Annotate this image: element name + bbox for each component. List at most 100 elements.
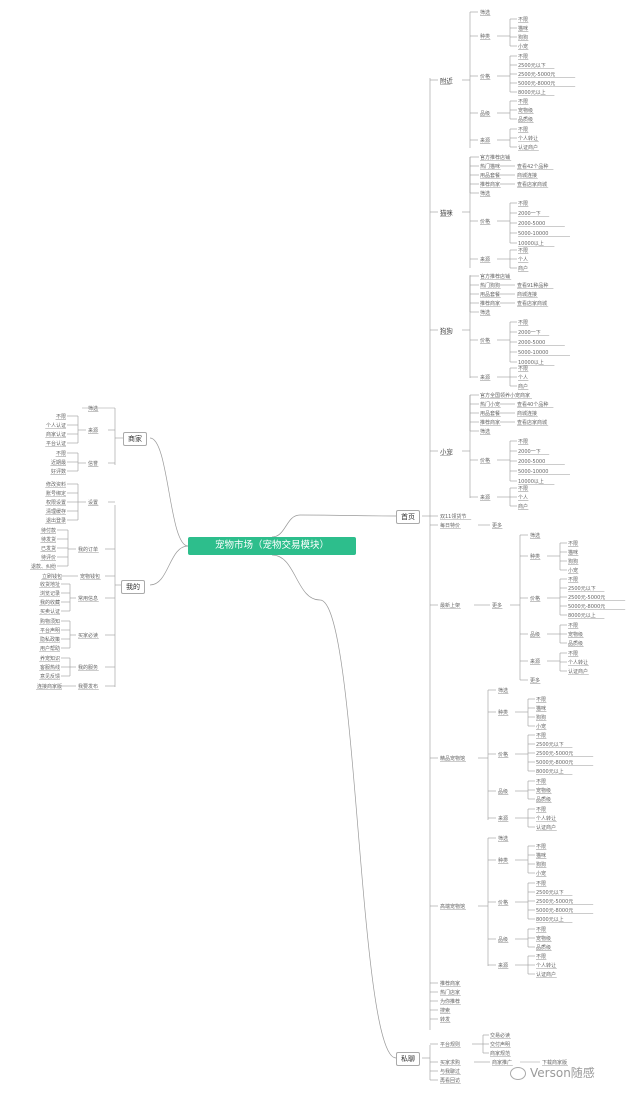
map-node-label[interactable]: 来源: [480, 256, 490, 263]
map-node-label[interactable]: 待发货: [41, 536, 56, 543]
map-node-label[interactable]: 更多: [492, 522, 502, 529]
map-node-label[interactable]: 清理缓存: [46, 508, 66, 515]
map-node-label[interactable]: 来源: [530, 658, 540, 665]
map-node-label[interactable]: 不限: [536, 732, 546, 739]
map-node-label[interactable]: 认证商户: [536, 971, 556, 978]
map-node-label[interactable]: 查看店家商城: [517, 300, 547, 307]
map-node-label[interactable]: 与我聊过: [440, 1068, 460, 1075]
map-node-label[interactable]: 待评价: [41, 554, 56, 561]
map-node-label[interactable]: 推荐商家: [480, 181, 500, 188]
map-node-label[interactable]: 个人转让: [536, 962, 556, 969]
map-node-label[interactable]: 宠物级: [536, 935, 551, 942]
branch-home[interactable]: 首页: [396, 510, 420, 524]
map-node-label[interactable]: 个人: [518, 257, 528, 263]
map-node-label[interactable]: 更多: [530, 677, 540, 684]
group-pet[interactable]: 小宠: [440, 447, 453, 456]
map-node-label[interactable]: 个人: [518, 375, 528, 381]
map-node-label[interactable]: 热门店家: [440, 989, 460, 996]
map-node-label[interactable]: 2000一下: [518, 449, 541, 455]
map-node-label[interactable]: 我的服务: [78, 664, 98, 671]
map-node-label[interactable]: 筛选: [498, 687, 508, 694]
map-node-label[interactable]: 不限: [518, 247, 528, 254]
map-node-label[interactable]: 来源: [480, 137, 490, 144]
map-node-label[interactable]: 个人转让: [536, 815, 556, 822]
map-node-label[interactable]: 猫咪: [536, 852, 546, 859]
map-node-label[interactable]: 商家规范: [490, 1050, 510, 1057]
map-node-label[interactable]: 不限: [568, 622, 578, 629]
branch-private[interactable]: 私聊: [396, 1052, 420, 1066]
map-node-label[interactable]: 不限: [536, 806, 546, 813]
map-node-label[interactable]: 热门猫咪: [480, 163, 500, 170]
map-node-label[interactable]: 立刷钱包: [42, 573, 62, 580]
map-node-label[interactable]: 2500元-5000元: [536, 751, 573, 757]
map-node-label[interactable]: 账号绑定: [46, 490, 66, 497]
map-node-label[interactable]: 筛选: [480, 9, 490, 16]
map-node-label[interactable]: 常用信息: [78, 595, 98, 602]
map-node-label[interactable]: 用品套餐: [480, 410, 500, 417]
map-node-label[interactable]: 不限: [536, 778, 546, 785]
map-node-label[interactable]: 商户: [518, 383, 528, 390]
map-node-label[interactable]: 2000-5000: [518, 340, 545, 346]
map-node-label[interactable]: 2500元以下: [536, 890, 564, 896]
map-node-label[interactable]: 查看40个品种: [517, 401, 548, 408]
map-node-label[interactable]: 品质级: [568, 640, 583, 647]
map-node-label[interactable]: 热门小宠: [480, 401, 500, 408]
branch-shop[interactable]: 商家: [123, 432, 147, 446]
map-node-label[interactable]: 品级: [498, 788, 508, 795]
map-node-label[interactable]: 再看回访: [440, 1077, 460, 1084]
map-node-label[interactable]: 不限: [56, 413, 66, 420]
map-node-label[interactable]: 用品套餐: [480, 172, 500, 179]
map-node-label[interactable]: 5000元-8000元: [518, 81, 555, 87]
map-node-label[interactable]: 好评数: [51, 468, 66, 475]
map-node-label[interactable]: 筛选: [498, 835, 508, 842]
map-node-label[interactable]: 退出登录: [46, 517, 66, 524]
map-node-label[interactable]: 近期最: [51, 459, 66, 466]
branch-mine[interactable]: 我的: [121, 580, 145, 594]
map-node-label[interactable]: 推荐商家: [480, 419, 500, 426]
map-node-label[interactable]: 2500元以下: [518, 63, 546, 69]
map-node-label[interactable]: 权限设置: [46, 499, 66, 506]
map-node-label[interactable]: 5000元-8000元: [536, 908, 573, 914]
group-cat[interactable]: 猫咪: [440, 208, 453, 217]
map-node-label[interactable]: 官方全国领养小宠商家: [480, 392, 530, 399]
map-node-label[interactable]: 不限: [536, 696, 546, 703]
map-node-label[interactable]: 猫咪: [568, 549, 578, 556]
map-node-label[interactable]: 2500元以下: [536, 742, 564, 748]
map-node-label[interactable]: 不限: [536, 953, 546, 960]
map-node-label[interactable]: 交易必读: [490, 1032, 510, 1039]
map-node-label[interactable]: 个人认证: [46, 422, 66, 429]
map-node-label[interactable]: 品质级: [536, 796, 551, 803]
map-node-label[interactable]: 5000元-8000元: [536, 760, 573, 766]
map-node-label[interactable]: 筛选: [480, 428, 490, 435]
map-node-label[interactable]: 狗狗: [536, 861, 546, 868]
map-node-label[interactable]: 不限: [568, 540, 578, 547]
map-node-label[interactable]: 买家求购: [440, 1059, 460, 1066]
map-node-label[interactable]: 2000一下: [518, 211, 541, 217]
map-node-label[interactable]: 高端宠物馆: [440, 903, 465, 910]
map-node-label[interactable]: 品质级: [518, 116, 533, 123]
map-node-label[interactable]: 用户帮助: [40, 645, 60, 652]
group-dog[interactable]: 狗狗: [440, 326, 453, 335]
map-node-label[interactable]: 平台声明: [40, 627, 60, 634]
map-node-label[interactable]: 信誉: [88, 460, 98, 467]
map-node-label[interactable]: 种类: [480, 33, 490, 40]
map-node-label[interactable]: 2000一下: [518, 330, 541, 336]
map-node-label[interactable]: 交付声明: [490, 1041, 510, 1048]
map-node-label[interactable]: 转发: [440, 1016, 450, 1023]
map-node-label[interactable]: 不限: [518, 16, 528, 23]
map-node-label[interactable]: 不限: [536, 880, 546, 887]
map-node-label[interactable]: 待付款: [41, 527, 56, 534]
map-node-label[interactable]: 意见反馈: [40, 673, 60, 680]
map-node-label[interactable]: 价格: [480, 337, 490, 344]
map-node-label[interactable]: 商户: [518, 503, 528, 510]
group-nearby[interactable]: 附近: [440, 76, 453, 85]
map-node-label[interactable]: 商家认证: [46, 431, 66, 438]
map-node-label[interactable]: 每日特价: [440, 522, 460, 529]
map-node-label[interactable]: 来源: [88, 427, 98, 434]
map-node-label[interactable]: 来源: [480, 374, 490, 381]
map-node-label[interactable]: 猫咪: [536, 705, 546, 712]
map-node-label[interactable]: 小宠: [568, 567, 578, 574]
map-node-label[interactable]: 个人转让: [568, 659, 588, 666]
map-node-label[interactable]: 10000以上: [518, 359, 544, 366]
map-node-label[interactable]: 狗狗: [536, 714, 546, 721]
